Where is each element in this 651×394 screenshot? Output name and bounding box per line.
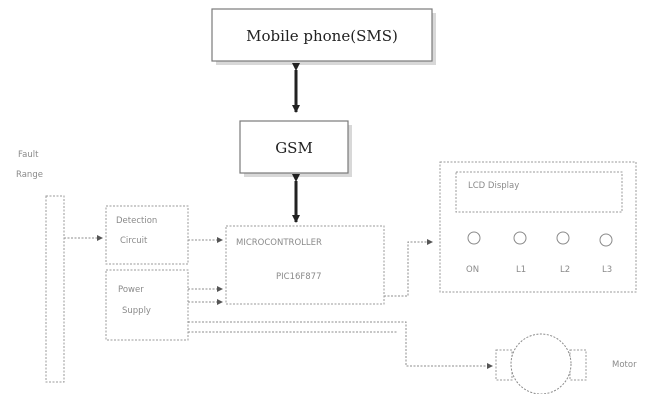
mobile-phone-block: Mobile phone(SMS) <box>211 8 436 65</box>
mobile-phone-label: Mobile phone(SMS) <box>246 27 398 45</box>
led-label-l1: L1 <box>516 265 526 275</box>
led-l3-indicator <box>599 233 613 247</box>
mcu-label-line1: MICROCONTROLLER <box>236 238 322 248</box>
power-supply-block: Power Supply <box>105 269 189 341</box>
led-label-on: ON <box>466 265 479 275</box>
gsm-block: GSM <box>239 120 352 177</box>
detection-label-line1: Detection <box>116 216 157 226</box>
motor-label: Motor <box>612 360 637 370</box>
gsm-label: GSM <box>275 139 313 157</box>
side-label-line2: Range <box>16 170 43 180</box>
led-on-indicator <box>467 231 481 245</box>
mcu-lcd-wire <box>384 239 433 297</box>
motor-icon <box>510 333 572 394</box>
led-l1-indicator <box>513 231 527 245</box>
motor-block <box>495 333 587 394</box>
led-l2-indicator <box>556 231 570 245</box>
detection-label-line2: Circuit <box>120 236 148 246</box>
lcd-panel-block: LCD Display ON L1 L2 L3 <box>439 161 637 293</box>
power-label-line2: Supply <box>122 306 151 316</box>
side-label-line1: Fault <box>18 150 39 160</box>
detection-circuit-block: Detection Circuit <box>105 205 189 265</box>
sensor-strip <box>45 195 65 383</box>
led-label-l3: L3 <box>602 265 612 275</box>
mcu-label-line2: PIC16F877 <box>276 272 322 282</box>
power-label-line1: Power <box>118 285 144 295</box>
led-label-l2: L2 <box>560 265 570 275</box>
power-motor-wire <box>188 321 493 369</box>
microcontroller-block: MICROCONTROLLER PIC16F877 <box>225 225 385 305</box>
lcd-label: LCD Display <box>468 181 519 191</box>
